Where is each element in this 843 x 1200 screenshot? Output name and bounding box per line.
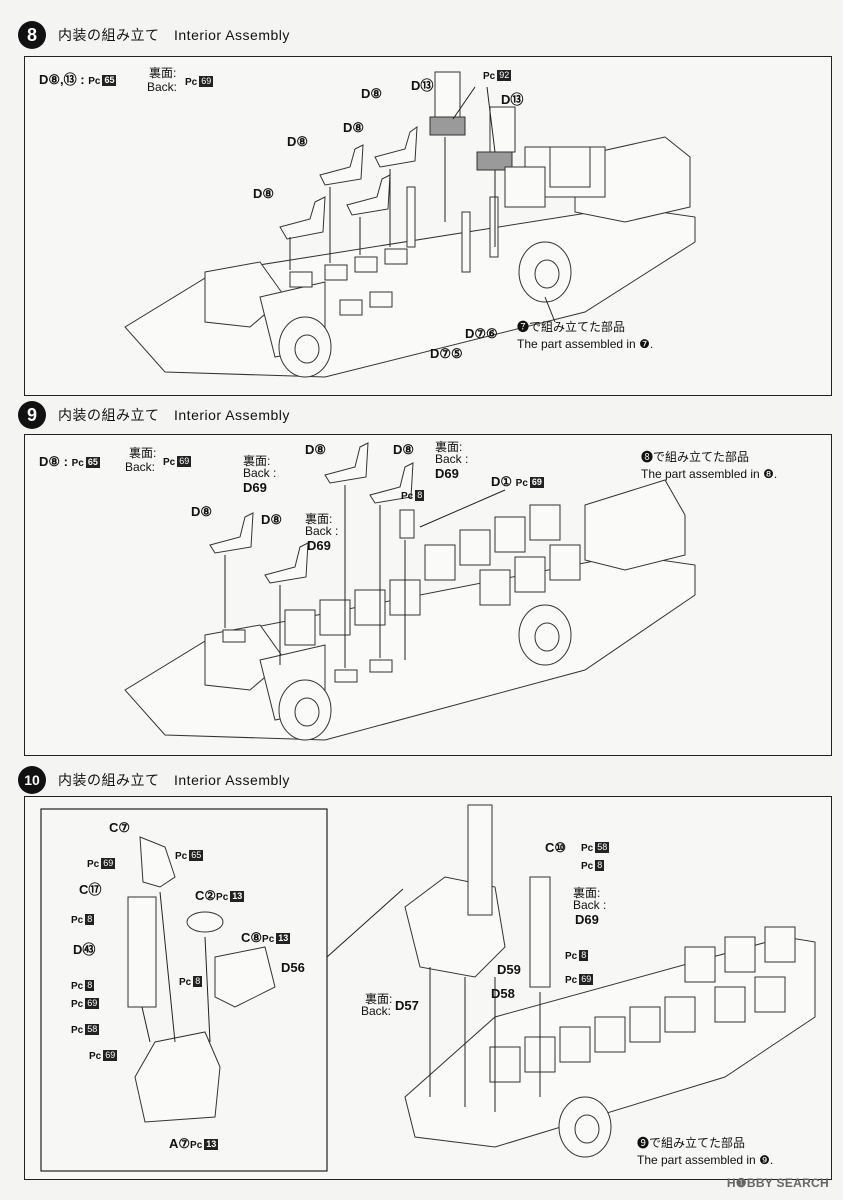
- step-9-illustration: [124, 442, 696, 741]
- label-back-jp: 裏面:: [573, 886, 601, 900]
- step-number: 9: [18, 401, 46, 429]
- note-en-9: The part assembled in ❽.: [641, 467, 778, 481]
- step-8-header: 8 内装の組み立て Interior Assembly: [18, 20, 290, 50]
- label-d8-a: D⑧: [361, 86, 383, 101]
- label-d8-a: D⑧: [191, 504, 213, 519]
- label-d8-d: D⑧: [253, 186, 275, 201]
- label-d13-a: D⑬: [411, 78, 434, 93]
- note-en-8: The part assembled in ❼.: [517, 337, 654, 351]
- label-back-en-2: Back:: [361, 1004, 392, 1018]
- label-d76: D⑦⑥: [465, 326, 498, 341]
- label-d69-c: D69: [435, 466, 459, 481]
- label-d58: D58: [491, 986, 515, 1001]
- label-back-jp-2: 裏面:: [243, 454, 271, 468]
- label-d69-a: D69: [243, 480, 267, 495]
- label-back-en: Back:: [147, 80, 178, 94]
- label-d13-b: D⑬: [501, 92, 524, 107]
- step-10-illustration: [40, 804, 816, 1172]
- step-10-header: 10 内装の組み立て Interior Assembly: [18, 765, 290, 795]
- label-d93: D㊸: [73, 942, 96, 957]
- label-back-en-2: Back :: [243, 466, 277, 480]
- label-back-en-4: Back :: [435, 452, 469, 466]
- step-9-header: 9 内装の組み立て Interior Assembly: [18, 400, 290, 430]
- label-d75: D⑦⑤: [430, 346, 463, 361]
- step-title: 内装の組み立て Interior Assembly: [58, 27, 290, 43]
- label-back-jp: 裏面:: [149, 66, 177, 80]
- step-8-illustration: [124, 71, 696, 378]
- step-number: 8: [18, 21, 46, 49]
- label-back-jp-4: 裏面:: [435, 440, 463, 454]
- step-number: 10: [18, 766, 46, 794]
- label-d8-c: D⑧: [287, 134, 309, 149]
- label-d8-c: D⑧: [305, 442, 327, 457]
- label-d69: D69: [575, 912, 599, 927]
- label-back-jp-3: 裏面:: [305, 512, 333, 526]
- label-back-en: Back :: [573, 898, 607, 912]
- label-d56: D56: [281, 960, 305, 975]
- label-c7: C⑦: [109, 820, 131, 835]
- step-title: 内装の組み立て Interior Assembly: [58, 772, 290, 788]
- label-back-jp: 裏面:: [129, 446, 157, 460]
- note-en-10: The part assembled in ❾.: [637, 1153, 774, 1167]
- note-jp-8: ❼で組み立てた部品: [517, 320, 626, 334]
- step-title: 内装の組み立て Interior Assembly: [58, 407, 290, 423]
- label-d8-d: D⑧: [393, 442, 415, 457]
- watermark-logo: H❶BBY SEARCH: [726, 1176, 829, 1190]
- label-back-jp-2: 裏面:: [365, 992, 393, 1006]
- label-d8-b: D⑧: [343, 120, 365, 135]
- note-jp-10: ❾で組み立てた部品: [637, 1136, 746, 1150]
- label-d57: D57: [395, 998, 419, 1013]
- label-back-en-3: Back :: [305, 524, 339, 538]
- label-c17: C⑰: [79, 882, 102, 897]
- note-jp-9: ❽で組み立てた部品: [641, 450, 750, 464]
- label-d8-b: D⑧: [261, 512, 283, 527]
- label-d59: D59: [497, 962, 521, 977]
- label-c10: C⑩: [545, 840, 567, 855]
- label-d69-b: D69: [307, 538, 331, 553]
- label-back-en: Back:: [125, 460, 156, 474]
